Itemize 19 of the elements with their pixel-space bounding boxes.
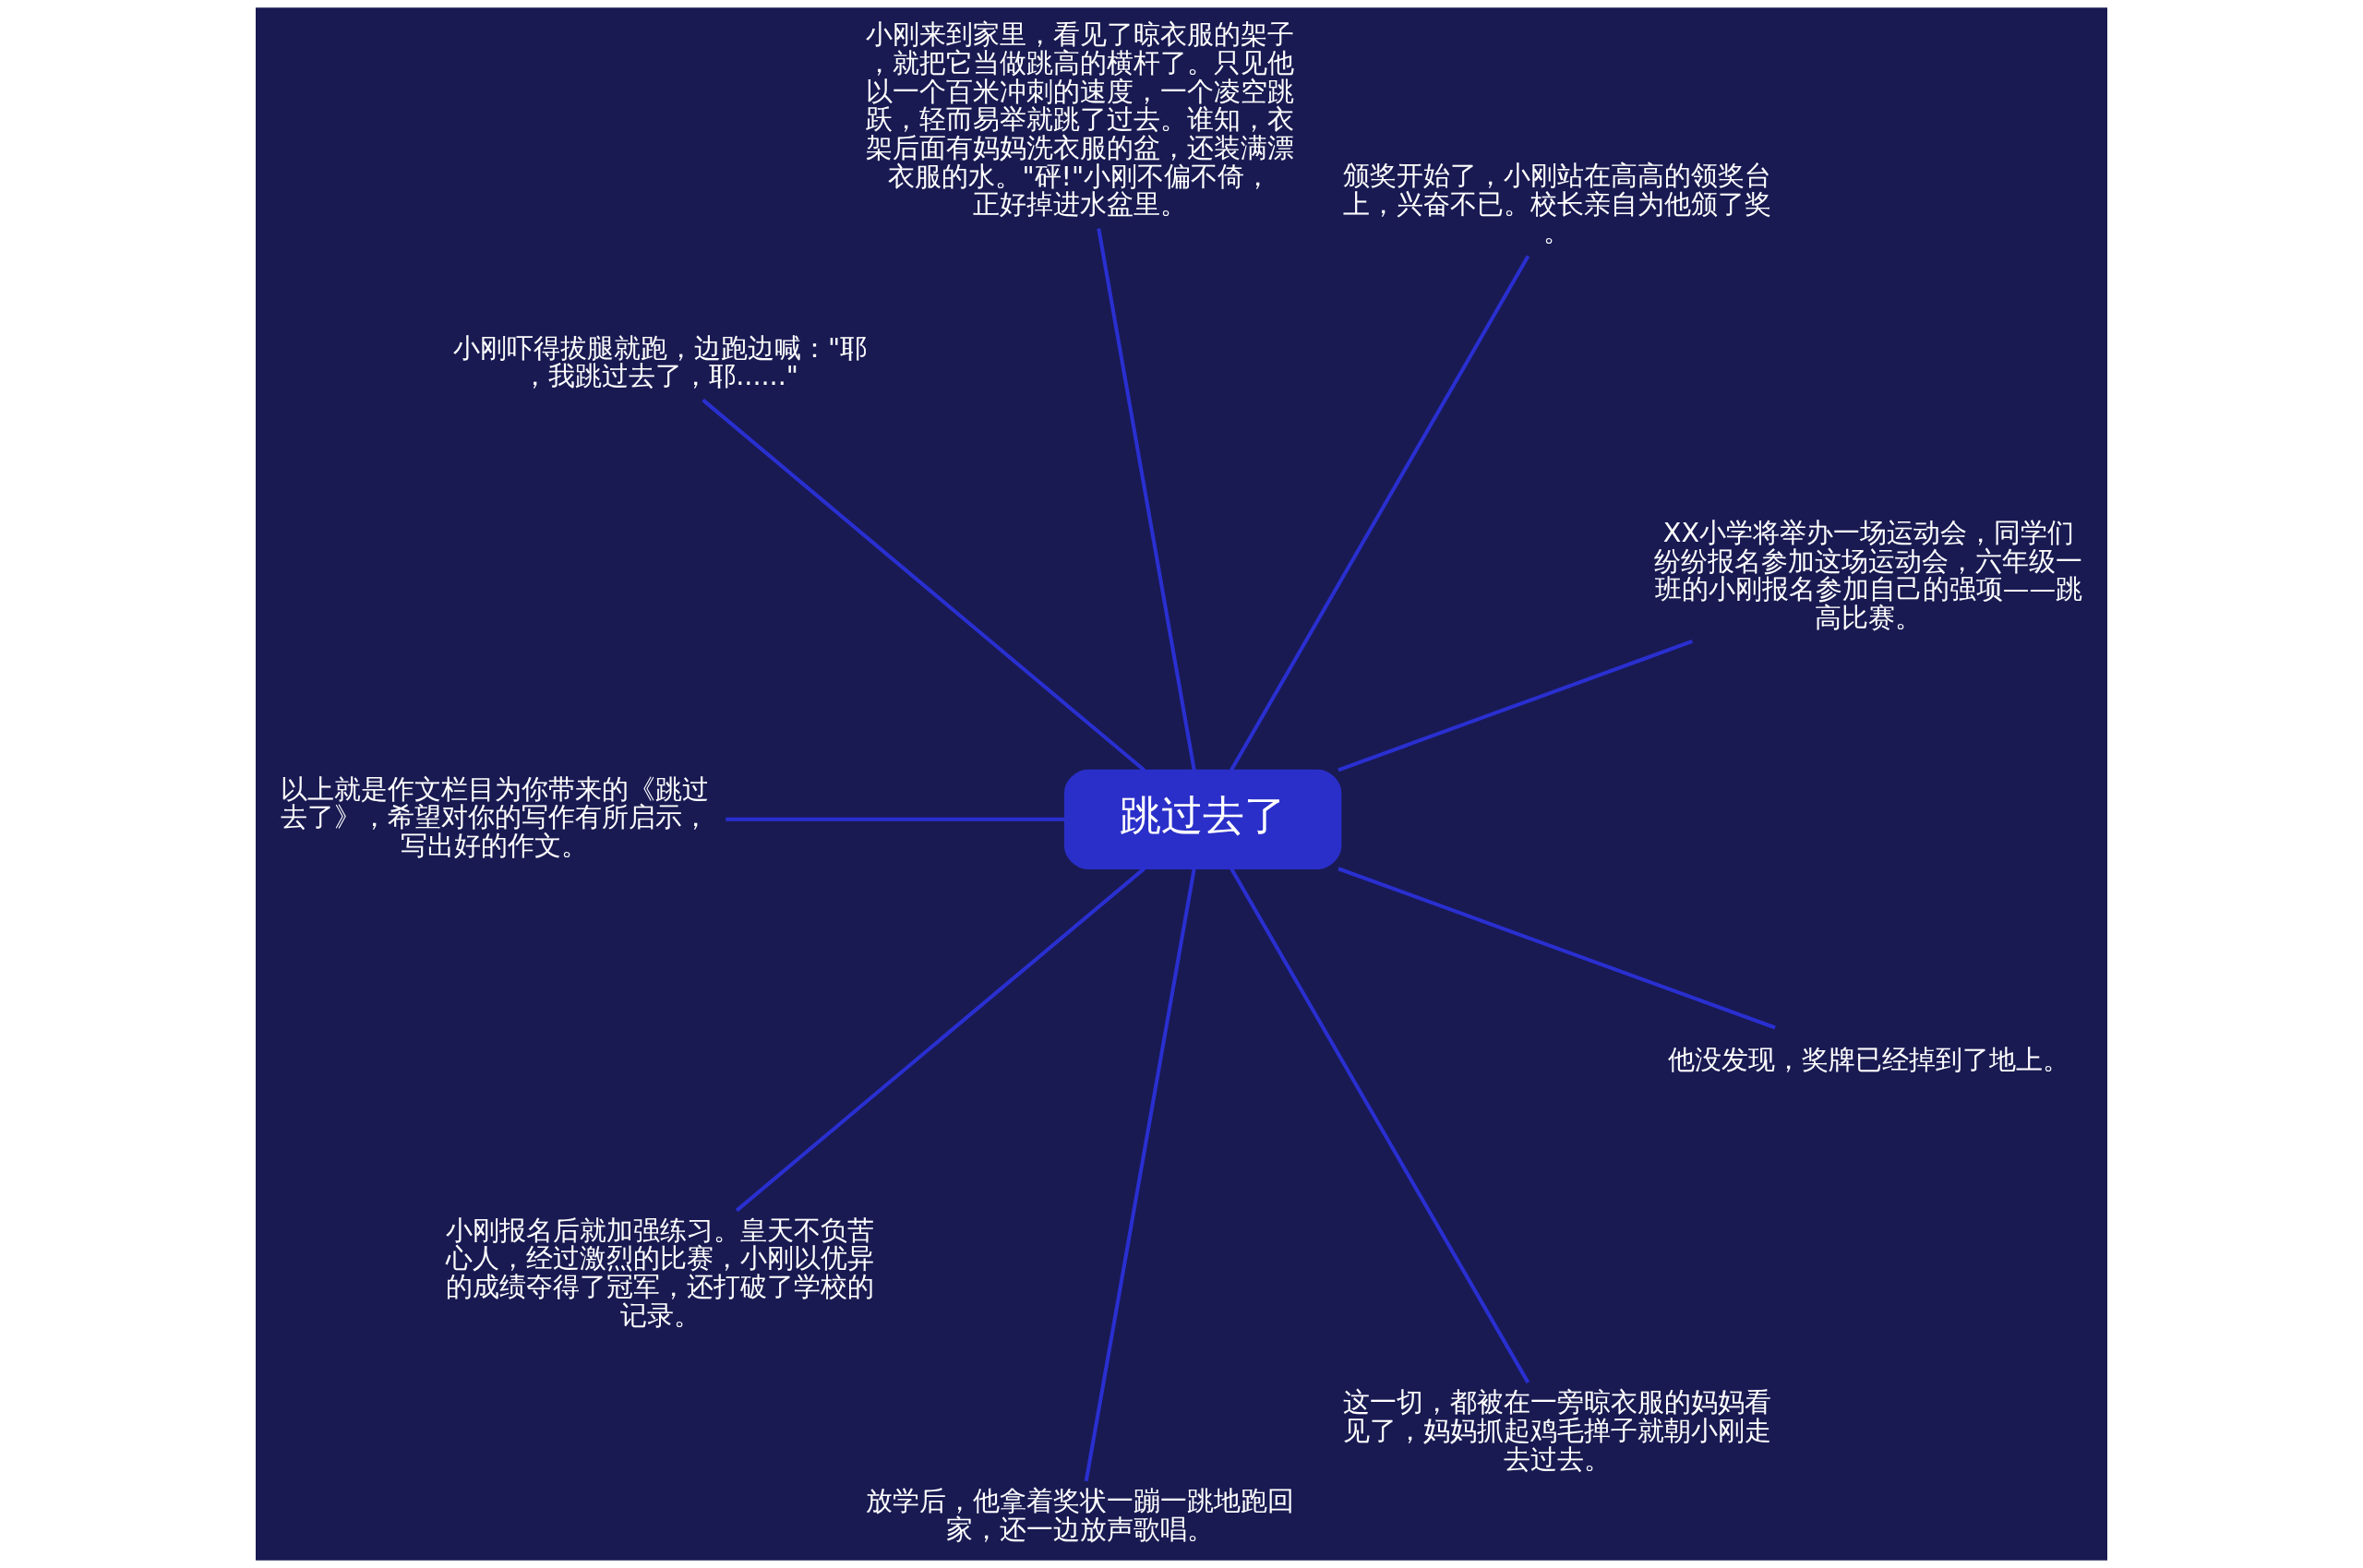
node-text: XX小学将举办一场运动会，同学们纷纷报名参加这场运动会，六年级一班的小刚报名参加自己的强项——跳高比赛。 (1654, 516, 2083, 633)
connector (726, 817, 1065, 821)
connector (1097, 228, 1196, 771)
connector (1337, 867, 1776, 1030)
connector (1337, 639, 1693, 772)
connector (702, 398, 1146, 772)
node-text: 颁奖开始了，小刚站在高高的领奖台上，兴奋不已。校长亲自为他颁了奖。 (1342, 159, 1771, 248)
node-text: 小刚来到家里，看见了晾衣服的架子，就把它当做跳高的横杆了。只见他以一个百米冲刺的速度，一个凌空跳跃，轻而易举就跳了过去。谁知，衣架后面有妈妈洗衣服的盆，还装满漂衣服的水。"砰!"小刚不偏不倚，正好掉进水盆里。 (865, 18, 1294, 221)
node-text: 放学后，他拿着奖状一蹦一跳地跑回家，还一边放声歌唱。 (865, 1485, 1294, 1545)
connector (735, 867, 1146, 1213)
connector (1229, 255, 1530, 772)
node-text: 小刚报名后就加强练习。皇天不负苦心人，经过激烈的比赛，小刚以优异的成绩夺得了冠军，还打破了学校的记录。 (446, 1214, 875, 1331)
node-box: 跳过去了 (1063, 769, 1342, 869)
connector (1229, 868, 1530, 1384)
node-text: 小刚吓得拔腿就跑，边跑边喊："耶，我跳过去了，耶......" (453, 331, 868, 392)
connector (1084, 868, 1196, 1482)
node-text: 他没发现，奖牌已经掉到了地上。 (1667, 1043, 2069, 1075)
node-text: 这一切，都被在一旁晾衣服的妈妈看见了，妈妈抓起鸡毛掸子就朝小刚走去过去。 (1342, 1386, 1771, 1475)
node-text: 以上就是作文栏目为你带来的《跳过去了》，希望对你的写作有所启示，写出好的作文。 (280, 772, 709, 862)
